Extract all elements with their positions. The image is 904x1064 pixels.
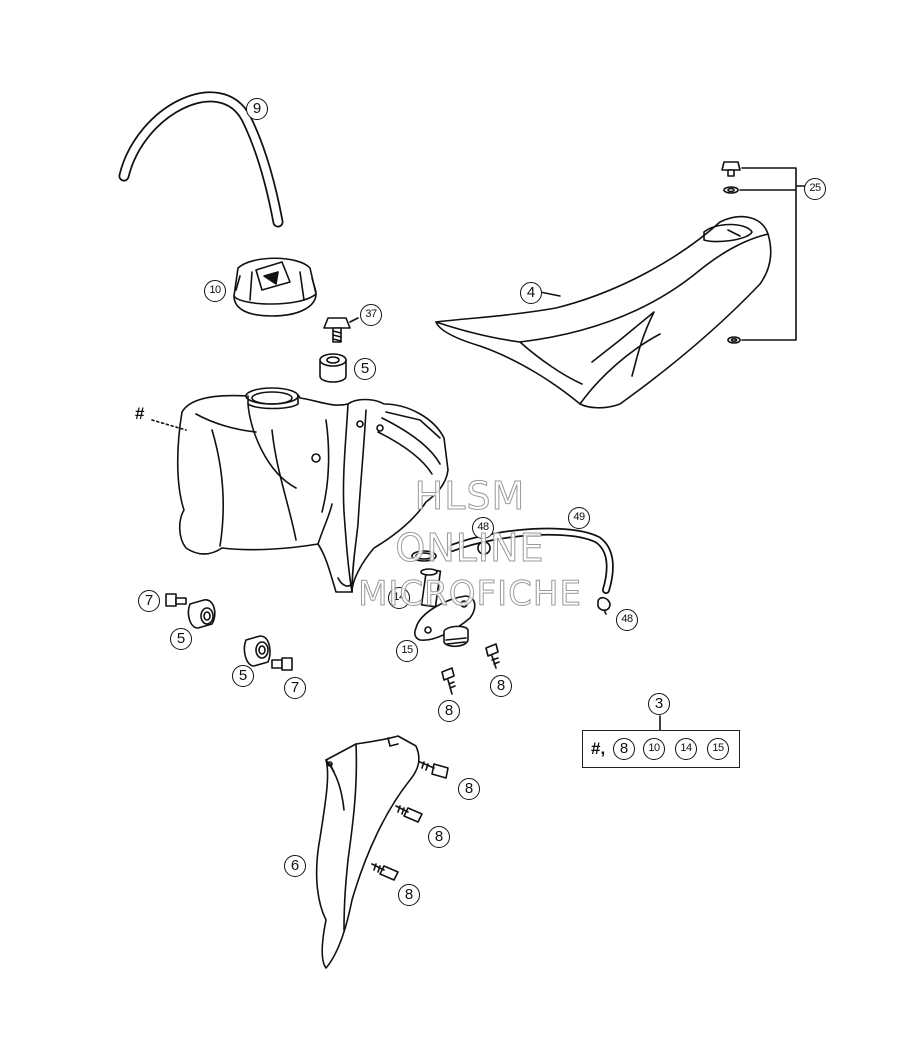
fuel-tank — [176, 387, 449, 593]
fuel-tap-15 — [414, 568, 476, 648]
spacer-5c — [243, 635, 271, 667]
bolt-7a — [165, 593, 187, 607]
screw-8e — [371, 863, 399, 881]
callout-7-left: 7 — [138, 590, 160, 612]
leader-hash — [151, 419, 187, 431]
callout-10: 10 — [204, 280, 226, 302]
callout-7-right: 7 — [284, 677, 306, 699]
callout-8a: 8 — [438, 700, 460, 722]
callout-8e: 8 — [398, 884, 420, 906]
bolt-37 — [323, 317, 351, 343]
kit-item-15: 15 — [707, 738, 729, 760]
spoiler-6 — [315, 735, 420, 969]
callout-9: 9 — [246, 98, 268, 120]
spacer-5b — [187, 599, 216, 629]
kit-item-8: 8 — [613, 738, 635, 760]
tank-hash-label: # — [135, 404, 145, 423]
callout-15: 15 — [396, 640, 418, 662]
screw-8a — [441, 667, 456, 695]
kit-item-14: 14 — [675, 738, 697, 760]
leader-4 — [539, 291, 561, 297]
callout-37: 37 — [360, 304, 382, 326]
screw-8d — [395, 805, 423, 823]
callout-8b: 8 — [490, 675, 512, 697]
fuel-hose-49 — [448, 527, 614, 594]
callout-5-top: 5 — [354, 358, 376, 380]
kit-contents-box: #, 8 10 14 15 — [582, 730, 740, 768]
fuel-cap-10 — [233, 257, 317, 317]
bolt-7b — [271, 657, 293, 671]
fuel-hose-9 — [118, 91, 284, 228]
callout-8c: 8 — [458, 778, 480, 800]
callout-3: 3 — [648, 693, 670, 715]
screw-8c — [419, 761, 449, 779]
callout-5-left: 5 — [170, 628, 192, 650]
callout-4: 4 — [520, 282, 542, 304]
spacer-5a — [319, 353, 347, 383]
leader-37 — [349, 317, 359, 323]
callout-48-top: 48 — [472, 517, 494, 539]
o-ring-14 — [411, 550, 437, 562]
callout-49: 49 — [568, 507, 590, 529]
callout-25: 25 — [804, 178, 826, 200]
callout-14: 14 — [388, 587, 410, 609]
seat-4 — [435, 215, 772, 409]
callout-5-mid: 5 — [232, 665, 254, 687]
kit-hash-label: #, — [591, 739, 606, 758]
screw-8b — [485, 643, 500, 669]
callout-6: 6 — [284, 855, 306, 877]
callout-48-right: 48 — [616, 609, 638, 631]
hose-clamp-48b — [597, 596, 611, 615]
callout-8d: 8 — [428, 826, 450, 848]
seat-fastener-25 — [721, 161, 807, 344]
kit-item-10: 10 — [643, 738, 665, 760]
